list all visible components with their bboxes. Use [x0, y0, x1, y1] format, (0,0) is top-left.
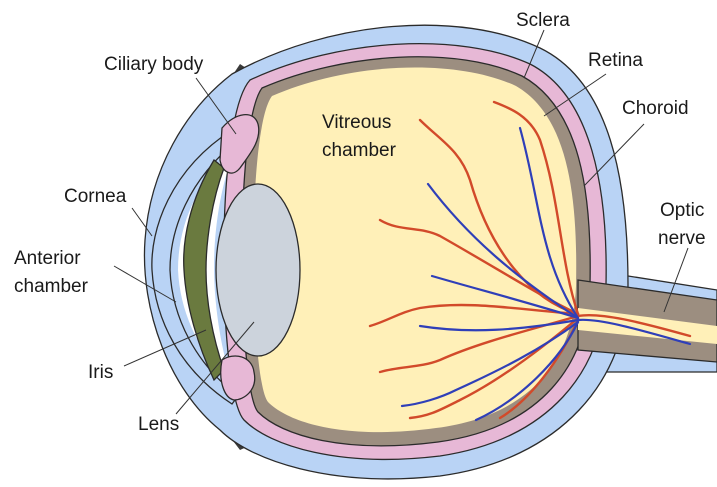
label-choroid: Choroid: [622, 98, 689, 119]
label-lens: Lens: [138, 414, 179, 435]
lens: [216, 184, 300, 356]
label-anterior-chamber-2: chamber: [14, 276, 89, 297]
label-optic-nerve-2: nerve: [658, 228, 706, 249]
label-cornea: Cornea: [64, 186, 127, 207]
label-retina: Retina: [588, 50, 643, 71]
label-vitreous-1: Vitreous: [322, 112, 391, 133]
label-iris: Iris: [88, 362, 113, 383]
label-ciliary-body: Ciliary body: [104, 54, 204, 75]
label-optic-nerve-1: Optic: [660, 200, 704, 221]
label-vitreous-2: chamber: [322, 140, 397, 161]
label-sclera: Sclera: [516, 10, 570, 31]
label-anterior-chamber-1: Anterior: [14, 248, 81, 269]
